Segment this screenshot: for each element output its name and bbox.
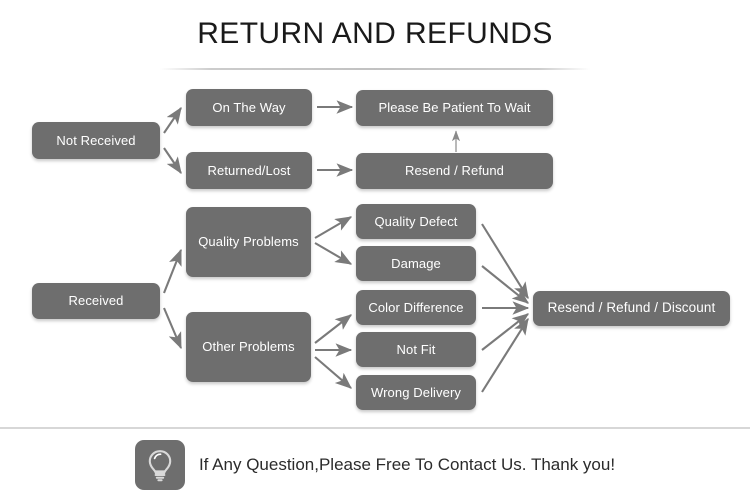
node-resend-refund[interactable]: Resend / Refund xyxy=(356,153,553,189)
node-other-problems[interactable]: Other Problems xyxy=(186,312,311,382)
node-label: Color Difference xyxy=(368,299,464,315)
node-label: Wrong Delivery xyxy=(370,384,462,400)
page-title: RETURN AND REFUNDS xyxy=(197,17,553,50)
node-label: Returned/Lost xyxy=(207,162,291,178)
node-label: Not Fit xyxy=(396,341,436,357)
footer-divider xyxy=(0,427,750,429)
node-label: Resend / Refund / Discount xyxy=(547,300,716,316)
title-divider xyxy=(160,68,590,70)
node-label: Resend / Refund xyxy=(404,163,505,179)
node-label: Please Be Patient To Wait xyxy=(378,100,531,116)
node-not-fit[interactable]: Not Fit xyxy=(356,332,476,367)
node-color-difference[interactable]: Color Difference xyxy=(356,290,476,325)
node-quality-problems[interactable]: Quality Problems xyxy=(186,207,311,277)
footer-message: If Any Question,Please Free To Contact U… xyxy=(198,455,616,474)
node-label: Quality Problems xyxy=(198,234,299,250)
node-label: Not Received xyxy=(56,132,136,148)
lightbulb-icon xyxy=(134,440,185,490)
node-resend-refund-discount[interactable]: Resend / Refund / Discount xyxy=(533,291,730,326)
node-label: Other Problems xyxy=(202,339,295,355)
footer: If Any Question,Please Free To Contact U… xyxy=(0,436,750,494)
node-please-be-patient-to-wait[interactable]: Please Be Patient To Wait xyxy=(356,90,553,126)
node-on-the-way[interactable]: On The Way xyxy=(186,89,312,126)
node-label: Damage xyxy=(391,255,441,271)
node-wrong-delivery[interactable]: Wrong Delivery xyxy=(356,375,476,410)
node-damage[interactable]: Damage xyxy=(356,246,476,281)
node-label: Received xyxy=(68,293,124,309)
node-label: Quality Defect xyxy=(374,213,458,229)
node-label: On The Way xyxy=(212,99,286,115)
node-not-received[interactable]: Not Received xyxy=(32,122,160,159)
node-returned-lost[interactable]: Returned/Lost xyxy=(186,152,312,189)
node-quality-defect[interactable]: Quality Defect xyxy=(356,204,476,239)
node-received[interactable]: Received xyxy=(32,283,160,319)
